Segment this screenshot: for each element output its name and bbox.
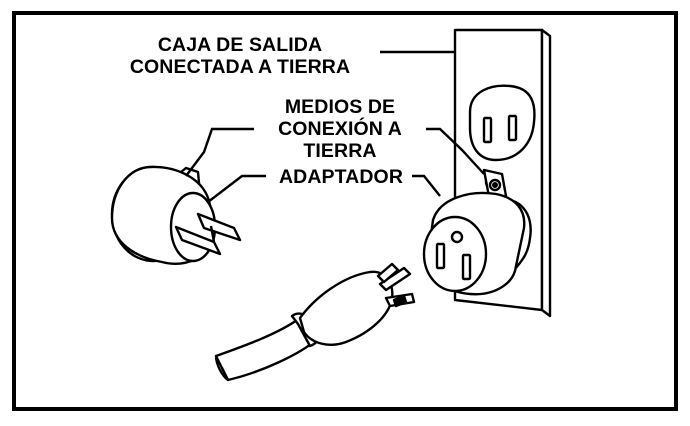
adapter-label: ADAPTADOR xyxy=(268,166,414,188)
three-prong-plug-icon xyxy=(214,262,416,382)
outlet-box-label-line1: CAJA DE SALIDA xyxy=(157,34,323,56)
adapter-label-text: ADAPTADOR xyxy=(278,166,404,188)
grounding-means-label-line1: MEDIOS DE xyxy=(284,96,396,118)
diagram-frame xyxy=(12,11,678,411)
grounding-adapter-installed-icon xyxy=(422,168,526,296)
grounding-means-label: MEDIOS DE CONEXIÓN A TIERRA xyxy=(252,96,428,162)
grounding-means-label-line2: CONEXIÓN A xyxy=(278,118,402,140)
grounding-adapter-icon xyxy=(110,165,242,265)
leader-lines xyxy=(185,50,485,203)
outlet-box-label: CAJA DE SALIDA CONECTADA A TIERRA xyxy=(112,34,368,78)
outlet-box-label-line2: CONECTADA A TIERRA xyxy=(129,56,351,78)
grounding-means-label-line3: TIERRA xyxy=(303,140,377,162)
